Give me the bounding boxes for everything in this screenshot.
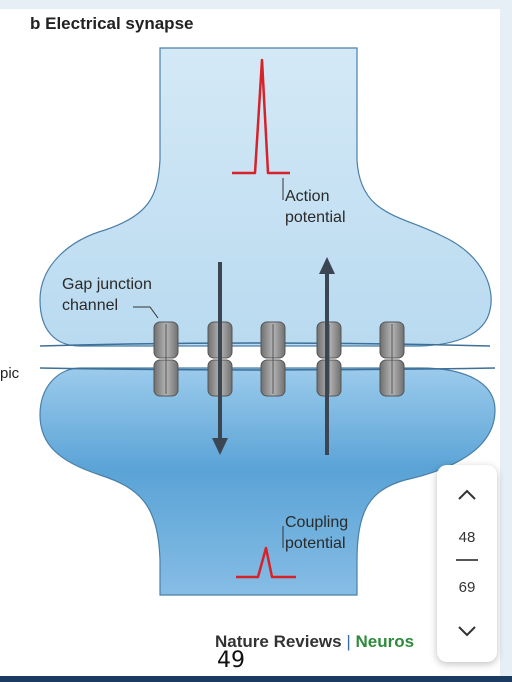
- cutoff-side-text: pic: [0, 365, 20, 382]
- credit-separator: |: [346, 632, 351, 651]
- coupling-potential-label: Coupling potential: [285, 514, 349, 552]
- coupling-potential-trace: [236, 546, 296, 579]
- figure-title: b Electrical synapse: [30, 14, 194, 33]
- bottom-bar: [0, 676, 512, 682]
- total-pages: 69: [458, 579, 476, 596]
- action-potential-trace: [232, 58, 290, 175]
- publisher-name: Nature Reviews: [215, 632, 342, 651]
- page-divider: [456, 559, 478, 561]
- page-navigator: 48 69: [437, 465, 497, 662]
- previous-page-button[interactable]: [437, 475, 497, 515]
- figure-credit: Nature Reviews | Neuros: [215, 632, 414, 652]
- right-gutter: [500, 0, 512, 682]
- gap-junction-channels: [153, 321, 405, 397]
- chevron-up-icon: [458, 489, 476, 500]
- journal-name: Neuros: [355, 632, 415, 651]
- current-arrows: [212, 257, 335, 455]
- presynaptic-cell: [39, 47, 492, 347]
- next-page-button[interactable]: [437, 611, 497, 651]
- chevron-down-icon: [458, 626, 476, 637]
- synapse-diagram: [39, 47, 496, 596]
- action-potential-label: Action potential: [285, 188, 346, 226]
- gap-junction-label: Gap junction channel: [62, 276, 152, 314]
- page-number: 49: [217, 648, 245, 673]
- postsynaptic-cell: [39, 367, 496, 596]
- document-page: [0, 9, 500, 677]
- current-page: 48: [458, 529, 476, 546]
- top-bar: [0, 0, 512, 9]
